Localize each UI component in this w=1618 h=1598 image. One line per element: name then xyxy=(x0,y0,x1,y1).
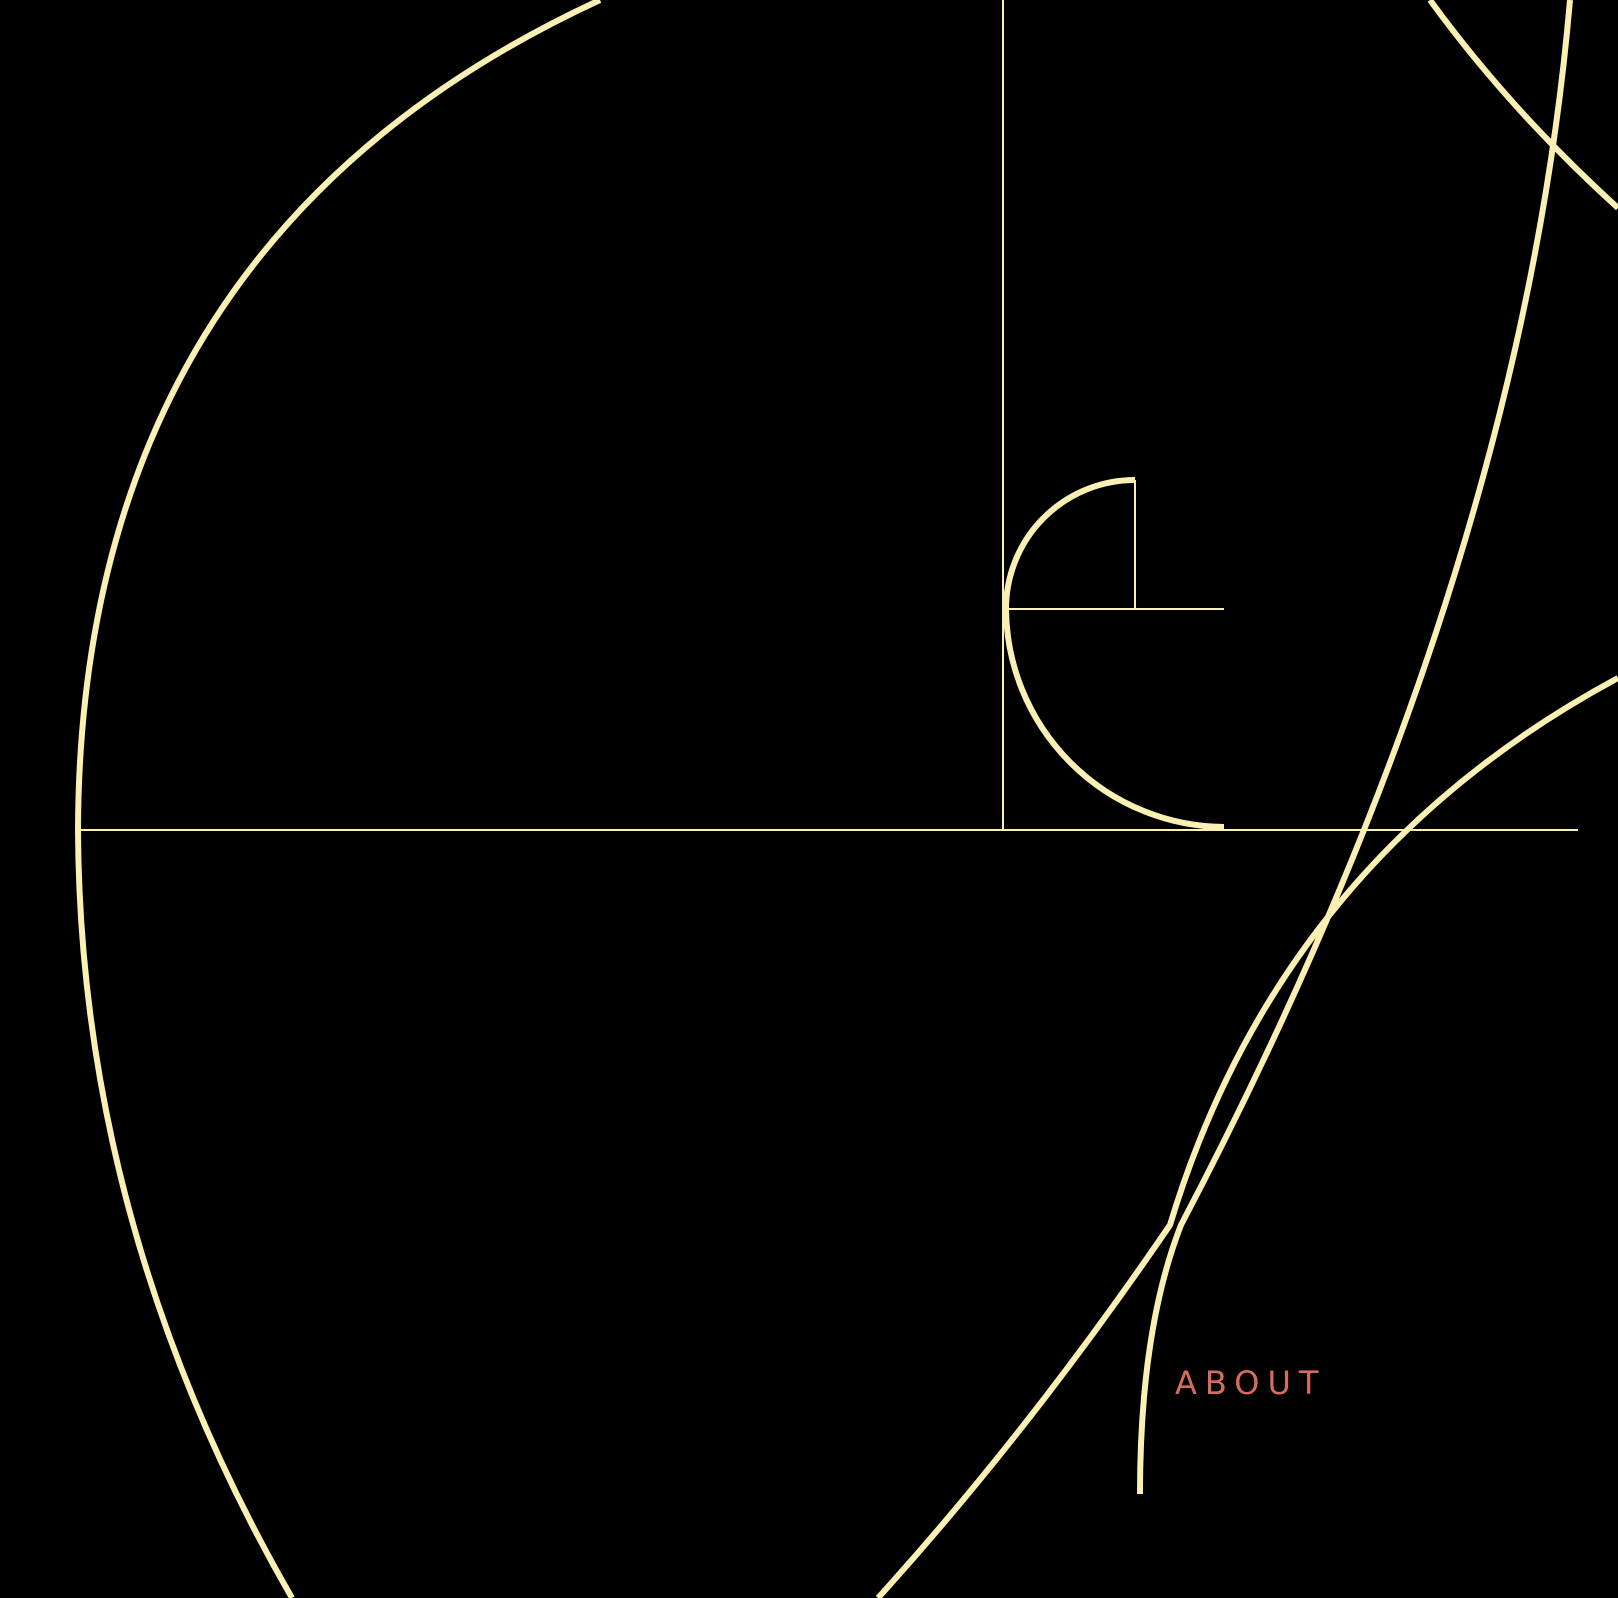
spiral-arc-lower-sweep xyxy=(875,675,1618,1598)
spiral-arc-top-right-diagonal xyxy=(1427,0,1618,211)
spiral-arc-small-top xyxy=(1003,477,1136,610)
about-link[interactable]: ABOUT xyxy=(1175,1364,1327,1402)
spiral-arc-small-bottom xyxy=(1003,608,1225,830)
spiral-arc-large-left xyxy=(74,0,602,1598)
